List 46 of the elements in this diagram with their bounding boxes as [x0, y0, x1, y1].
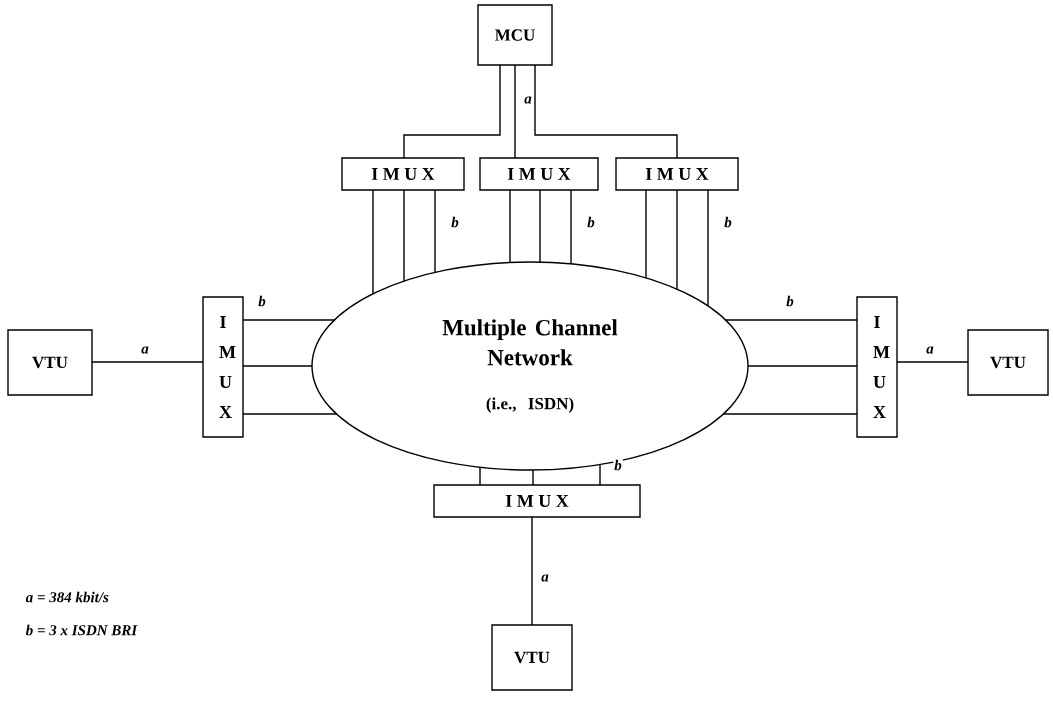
connector-line [403, 64, 501, 159]
connector-line [599, 463, 601, 486]
connector-line [242, 319, 336, 321]
connector-line [91, 361, 204, 363]
edge-label: b [723, 215, 733, 229]
vtu-box: VTU [491, 624, 573, 691]
connector-line [534, 64, 678, 159]
connector-line [645, 189, 647, 279]
legend-text: b = 3 x ISDN BRI [25, 624, 138, 636]
connector-line [531, 516, 533, 626]
connector-line [242, 413, 338, 415]
connector-line [372, 189, 374, 295]
connector-line [479, 466, 481, 486]
mcu-box: MCU [477, 4, 553, 66]
imux-box: I M U X [341, 157, 465, 191]
edge-label: b [613, 458, 623, 472]
connector-line [509, 189, 511, 264]
imux-box: I M U X [202, 296, 244, 438]
legend-text: a = 384 kbit/s [25, 591, 109, 603]
connector-line [676, 189, 678, 290]
connector-line [514, 64, 516, 159]
connector-line [707, 189, 709, 307]
edge-label: a [540, 573, 550, 583]
vtu-box: VTU [7, 329, 93, 396]
edge-label: b [450, 215, 460, 229]
edge-label: b [257, 294, 267, 308]
imux-box: I M U X [433, 484, 641, 518]
vtu-box: VTU [967, 329, 1049, 396]
connector-line [896, 361, 969, 363]
edge-label: a [140, 345, 150, 355]
connector-line [434, 189, 436, 274]
imux-box: I M U X [479, 157, 599, 191]
connector-line [403, 189, 405, 282]
edge-label: a [925, 345, 935, 355]
imux-box: I M U X [615, 157, 739, 191]
connector-line [747, 365, 858, 367]
edge-label: b [785, 294, 795, 308]
connector-line [242, 365, 313, 367]
connector-line [724, 319, 858, 321]
edge-label: b [586, 215, 596, 229]
imux-box: I M U X [856, 296, 898, 438]
connector-line [722, 413, 858, 415]
connector-line [539, 189, 541, 263]
connector-line [532, 469, 534, 486]
connector-line [570, 189, 572, 265]
edge-label: a [523, 95, 533, 105]
